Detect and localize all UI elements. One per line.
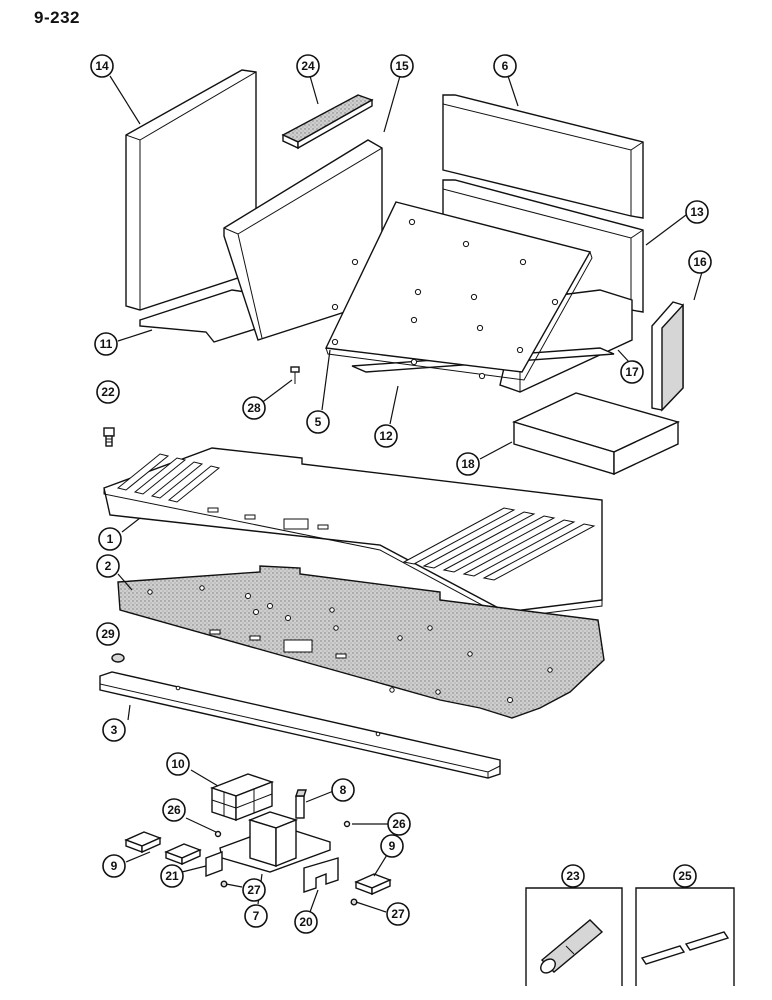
svg-text:26: 26	[167, 803, 181, 817]
callout-27-left: 27	[242, 878, 266, 902]
callout-9-right: 9	[380, 834, 404, 858]
svg-text:12: 12	[379, 429, 393, 443]
svg-text:18: 18	[461, 457, 475, 471]
callout-15: 15	[390, 54, 414, 78]
svg-text:8: 8	[340, 783, 347, 797]
svg-text:16: 16	[693, 255, 707, 269]
part-9-pad-a	[124, 831, 162, 854]
svg-text:17: 17	[625, 365, 639, 379]
part-7-bracket	[219, 811, 331, 873]
part-27-washer-left	[220, 880, 228, 888]
page-number: 9-232	[34, 8, 80, 27]
part-5-hinged-panel	[324, 201, 593, 381]
part-26-screw-right	[343, 820, 351, 828]
svg-text:1: 1	[107, 532, 114, 546]
callout-23: 23	[561, 864, 585, 888]
callout-12: 12	[374, 424, 398, 448]
svg-text:11: 11	[100, 337, 113, 351]
svg-text:27: 27	[391, 907, 405, 921]
callout-28: 28	[242, 396, 266, 420]
svg-text:24: 24	[301, 59, 315, 73]
part-27-washer-right	[350, 898, 358, 906]
svg-text:15: 15	[395, 59, 409, 73]
part-22-bolt	[103, 427, 115, 447]
part-18-block	[512, 392, 680, 476]
svg-text:9: 9	[389, 839, 396, 853]
inset-25	[635, 887, 735, 986]
callout-26-left: 26	[162, 798, 186, 822]
part-8-plunger	[295, 789, 307, 819]
svg-text:6: 6	[502, 59, 509, 73]
part-1-tray	[103, 447, 603, 619]
part-16-side-panel	[651, 301, 684, 412]
svg-text:27: 27	[247, 883, 261, 897]
svg-text:5: 5	[315, 415, 322, 429]
svg-text:21: 21	[165, 869, 179, 883]
callout-27-right: 27	[386, 902, 410, 926]
inset-23	[525, 887, 623, 986]
part-9-pad-c	[354, 873, 392, 896]
svg-text:26: 26	[392, 817, 406, 831]
callout-26-right: 26	[387, 812, 411, 836]
part-6-top-panel	[442, 94, 644, 219]
svg-text:29: 29	[101, 627, 115, 641]
callout-7: 7	[244, 904, 268, 928]
callout-5: 5	[306, 410, 330, 434]
callout-18: 18	[456, 452, 480, 476]
svg-text:23: 23	[566, 869, 580, 883]
callout-20: 20	[294, 910, 318, 934]
callout-22: 22	[96, 380, 120, 404]
part-26-screw-left	[214, 830, 222, 838]
svg-text:7: 7	[253, 909, 260, 923]
callout-8: 8	[331, 778, 355, 802]
callout-14: 14	[90, 54, 114, 78]
svg-text:9: 9	[111, 859, 118, 873]
part-10-box	[209, 773, 275, 822]
part-24-foam-strip	[281, 94, 374, 150]
svg-text:2: 2	[105, 559, 112, 573]
svg-text:20: 20	[299, 915, 313, 929]
part-9-pad-b	[164, 843, 202, 866]
callout-24: 24	[296, 54, 320, 78]
callout-29: 29	[96, 622, 120, 646]
svg-text:3: 3	[111, 723, 118, 737]
svg-text:28: 28	[247, 401, 261, 415]
callout-9-left: 9	[102, 854, 126, 878]
part-2-base-plate	[117, 565, 605, 719]
callout-10: 10	[166, 752, 190, 776]
callout-1: 1	[98, 527, 122, 551]
part-21-bracket	[205, 850, 223, 878]
callout-11: 11	[94, 332, 118, 356]
svg-text:14: 14	[95, 59, 109, 73]
callout-17: 17	[620, 360, 644, 384]
part-3-angle-rail	[99, 671, 501, 779]
svg-text:10: 10	[171, 757, 185, 771]
part-28-pin	[290, 366, 300, 384]
callout-25: 25	[673, 864, 697, 888]
part-29-nut	[111, 653, 125, 663]
svg-text:22: 22	[101, 385, 115, 399]
part-20-bracket	[303, 857, 339, 893]
callout-6: 6	[493, 54, 517, 78]
part-14-left-panel	[125, 69, 257, 311]
callout-3: 3	[102, 718, 126, 742]
svg-text:13: 13	[690, 205, 704, 219]
callout-13: 13	[685, 200, 709, 224]
part-15-inclined-panel	[223, 139, 383, 341]
callout-2: 2	[96, 554, 120, 578]
svg-text:25: 25	[678, 869, 692, 883]
callout-21: 21	[160, 864, 184, 888]
callout-16: 16	[688, 250, 712, 274]
